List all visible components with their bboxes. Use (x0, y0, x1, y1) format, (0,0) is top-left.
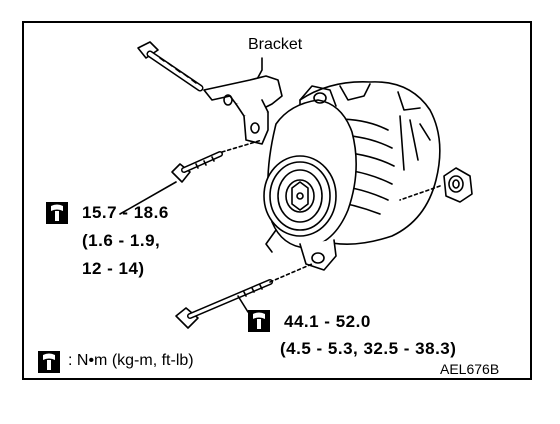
upper-torque-ftlb: 12 - 14) (82, 259, 145, 278)
upper-torque-kgm: (1.6 - 1.9, (82, 231, 161, 250)
terminal-nut (443, 167, 473, 203)
bracket-label: Bracket (248, 36, 303, 53)
upper-torque-leader (119, 181, 177, 215)
diagram-frame (22, 21, 532, 380)
short-bolt (171, 151, 223, 183)
short-bolt-leader (221, 139, 263, 153)
torque-wrench-icon (38, 351, 60, 373)
lower-torque-leader (237, 295, 249, 313)
alternator-body (263, 81, 441, 271)
lower-bolt-leader (269, 263, 313, 283)
lower-long-bolt (175, 279, 273, 329)
lower-torque-nm: 44.1 - 52.0 (284, 312, 371, 331)
terminal-leader (399, 185, 441, 201)
torque-wrench-icon (248, 310, 270, 332)
upper-torque-nm: 15.7 - 18.6 (82, 203, 169, 222)
figure-code: AEL676B (440, 361, 500, 377)
legend-units: : N•m (kg-m, ft-lb) (68, 352, 194, 369)
lower-torque-alt: (4.5 - 5.3, 32.5 - 38.3) (280, 339, 457, 358)
torque-wrench-icon (46, 202, 68, 224)
bracket-bolt (137, 41, 204, 92)
bracket (203, 75, 283, 145)
